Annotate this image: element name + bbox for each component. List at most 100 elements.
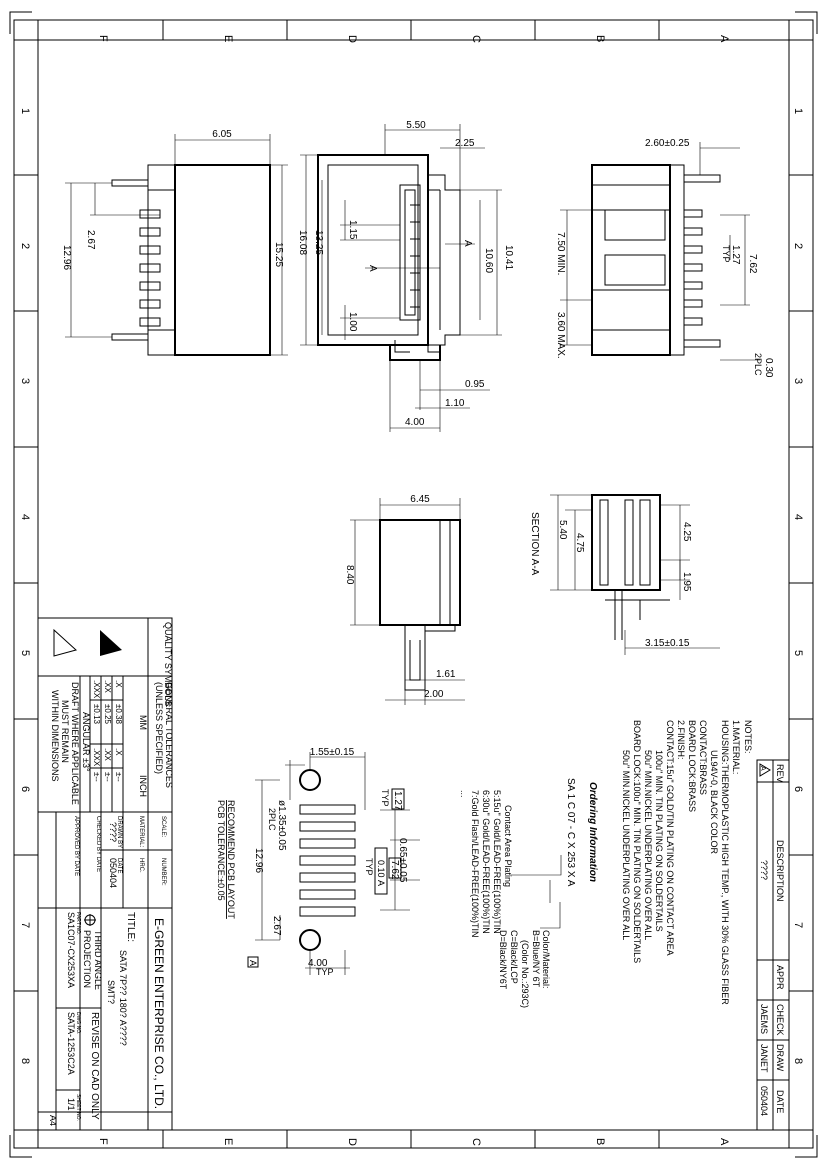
ordering-color: (Color No.:293C)	[520, 940, 530, 1008]
side-view-pin	[683, 263, 703, 272]
zone-bot-c: C	[470, 1138, 482, 1146]
top-view-pin	[139, 227, 161, 237]
rev-header-appr: APPR	[775, 965, 785, 990]
zone-left-1: 1	[19, 108, 31, 114]
draft-line2: MUST REMAIN	[60, 700, 70, 763]
dim-front-h5: 10.60	[483, 248, 494, 273]
dim-side-h2: 3.60 MAX.	[555, 312, 566, 359]
tol-title2: (UNLESS SPECIFIED)	[154, 682, 164, 774]
section-arrow-a-left: A	[367, 265, 378, 272]
tol-row3-b: ±0.13	[92, 704, 101, 725]
side-view-pin	[683, 209, 703, 218]
scale-label: SCALE:	[160, 816, 166, 838]
ordering-color: C=Black/LCP	[509, 930, 519, 984]
part-no-label: PART NO.	[75, 912, 81, 935]
pcb-dim-d2: 1.27	[392, 791, 403, 811]
notes-line: 1.MATERIAL:	[731, 720, 741, 774]
side-view: 2.60±0.25 7.50 MIN. 3.60 MAX. 1.27 TYP 7…	[555, 138, 774, 378]
tol-row2-b: ±0.25	[103, 704, 112, 725]
top-view-pin	[139, 299, 161, 309]
projection-line1: THIRD ANGLE	[93, 930, 103, 990]
title-line2: SMT?	[106, 980, 116, 1004]
rev-draw: JANET	[759, 1044, 769, 1073]
side-view-pin	[683, 227, 703, 236]
dim-front-b3: 4.00	[405, 417, 425, 428]
zone-top-f: F	[97, 35, 109, 42]
draft-line3: WITHIN DIMENSIONS	[50, 690, 60, 782]
approved-label: APPROVED BY DATE	[73, 816, 79, 876]
rev-header-check: CHECK	[775, 1004, 785, 1036]
zone-left-2: 2	[19, 243, 31, 249]
tol-row1-a: .X	[114, 680, 123, 688]
title-block: QUALITY SYMBOLS GENERAL TOLERANCES (UNLE…	[37, 617, 174, 1131]
tol-row3-a: .XXX	[92, 680, 101, 699]
dim-front-h4: 10.41	[503, 245, 514, 270]
inner-border	[37, 39, 790, 1131]
zone-bot-a: A	[718, 1138, 730, 1146]
zone-right-8: 8	[792, 1058, 804, 1064]
tol-row1-c: .X	[114, 748, 123, 756]
pcb-dim-d7: 12.96	[253, 848, 264, 873]
top-view: 6.05 2.67 12.96 15.25	[61, 129, 288, 356]
revision-block: REV DESCRIPTION APPR CHECK DRAW DATE A ?…	[756, 759, 790, 1131]
part-no: SA1C07-CX253XA	[66, 912, 76, 988]
pcb-pad	[299, 838, 356, 849]
tol-row3-d: ±--	[92, 772, 101, 782]
notes-line: CONTACT:BRASS	[698, 720, 708, 795]
side-view-pin	[683, 317, 703, 326]
ordering-block: Ordering Information SA 1 C 07 - C X 253…	[459, 778, 598, 1008]
end-view: 6.45 8.40 1.61 2.00	[344, 494, 465, 705]
dim-front-h1: 16.08	[297, 230, 308, 255]
zone-right-2: 2	[792, 243, 804, 249]
dim-side-pitch-typ: TYP	[721, 245, 731, 263]
rev-header-rev: REV	[775, 764, 785, 783]
zone-left-5: 5	[19, 650, 31, 656]
dim-front-h6: 1.00	[347, 312, 358, 332]
dim-front-w2: 2.25	[455, 138, 475, 149]
dim-side-h1: 7.50 MIN.	[555, 232, 566, 275]
projection-line2: PROJECTION	[82, 930, 92, 988]
tol-row1-d: ±--	[114, 772, 123, 782]
tol-inch: INCH	[138, 775, 148, 797]
title-label: TITLE:	[125, 912, 136, 942]
title-line1: SATA 7P?? 180? A????	[118, 950, 128, 1046]
zone-bot-d: D	[346, 1138, 358, 1146]
pcb-title2: PCB TOLERANCE:±0.05	[216, 800, 226, 901]
tol-title1: GENERAL TOLERANCES	[164, 682, 174, 788]
zone-right-1: 1	[792, 108, 804, 114]
pcb-dim-d6-ref: A	[376, 880, 386, 886]
dim-side-h3: 7.62	[747, 254, 758, 274]
ordering-plating: 6:30u" Gold/LEAD-FREE(100%)TIN	[481, 790, 491, 934]
dim-top-h3: 15.25	[273, 242, 284, 267]
rev-header-draw: DRAW	[775, 1044, 785, 1072]
pcb-dim-d4: 0.65±0.05	[397, 838, 408, 883]
dim-front-w: 5.50	[406, 120, 426, 131]
notes-line: BOARD LOCK:100u" MIN. TIN PLATING ON SOL…	[632, 720, 642, 963]
zone-right-3: 3	[792, 378, 804, 384]
rev-check: JAEMS	[759, 1004, 769, 1034]
pcb-pad	[299, 804, 356, 815]
dim-side-pitch: 1.27	[730, 245, 741, 265]
notes-line: 50u" MIN.NICKEL UNDERPLATING OVER ALL	[643, 750, 653, 940]
dim-sec-w: 3.15±0.15	[645, 638, 690, 649]
drawn-label: DRAWN BY	[116, 816, 122, 848]
pcb-dim-d1: 1.55±0.15	[310, 747, 355, 758]
dim-end-h: 8.40	[344, 565, 355, 585]
zone-right-7: 7	[792, 922, 804, 928]
pcb-dim-d6: 0.10	[376, 860, 386, 878]
sheet-no: 1/1	[66, 1098, 76, 1111]
notes-block: NOTES: 1.MATERIAL:HOUSING:THERMOPLASTIC …	[621, 720, 753, 1005]
top-view-pin	[139, 245, 161, 255]
dim-top-h1: 2.67	[85, 230, 96, 250]
ordering-title: Ordering Information	[587, 782, 598, 882]
rev-header-date: DATE	[775, 1090, 785, 1113]
dim-sec-h3: 4.25	[681, 522, 692, 542]
top-view-pin	[139, 317, 161, 327]
zone-right-4: 4	[792, 514, 804, 520]
notes-line: HOUSING:THERMOPLASTIC HIGH TEMP., WITH 3…	[720, 720, 730, 1005]
rev-header-desc: DESCRIPTION	[775, 840, 785, 902]
company-name: E-GREEN ENTERPRISE CO., LTD.	[152, 918, 166, 1109]
tol-row2-c: .XX	[103, 748, 112, 762]
dim-end-b1: 1.61	[436, 669, 456, 680]
